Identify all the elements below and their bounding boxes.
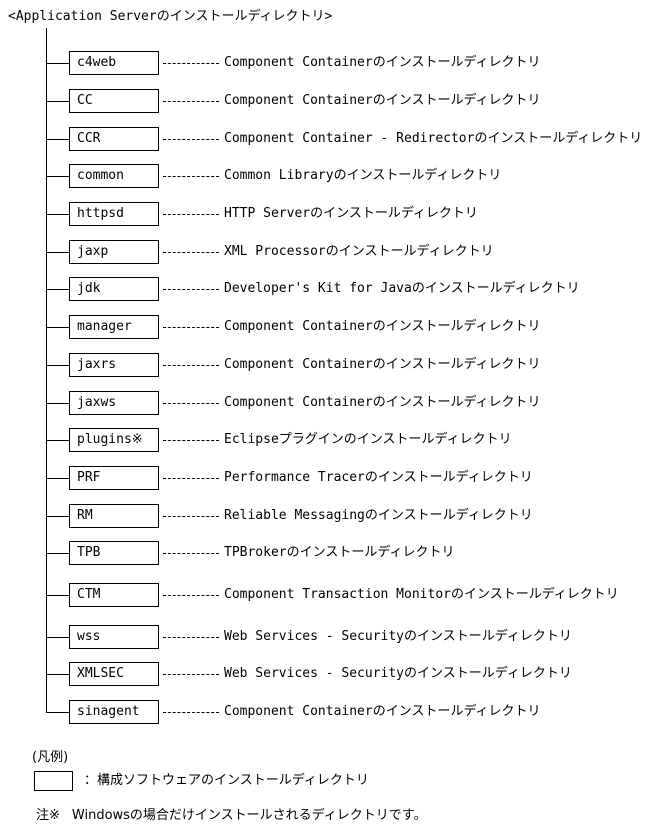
branch-line xyxy=(46,440,70,441)
tree-row: PRF Performance Tracerのインストールディレクトリ xyxy=(0,466,645,492)
directory-box: sinagent xyxy=(69,700,159,724)
tree-trunk-line xyxy=(46,28,47,713)
branch-line xyxy=(46,516,70,517)
dashed-connector xyxy=(163,63,219,64)
dashed-connector xyxy=(163,214,219,215)
directory-box: TPB xyxy=(69,541,159,565)
directory-description: Component Containerのインストールディレクトリ xyxy=(224,55,541,70)
branch-line xyxy=(46,712,70,713)
tree-row: jdk Developer's Kit for Javaのインストールディレクトリ xyxy=(0,277,645,303)
directory-box: CC xyxy=(69,89,159,113)
legend-description: ：構成ソフトウェアのインストールディレクトリ xyxy=(84,773,369,788)
directory-box: httpsd xyxy=(69,202,159,226)
branch-line xyxy=(46,139,70,140)
directory-box: jaxp xyxy=(69,240,159,264)
directory-box: CTM xyxy=(69,583,159,607)
branch-line xyxy=(46,214,70,215)
dashed-connector xyxy=(163,403,219,404)
dashed-connector xyxy=(163,289,219,290)
branch-line xyxy=(46,637,70,638)
dashed-connector xyxy=(163,327,219,328)
directory-description: Web Services - Securityのインストールディレクトリ xyxy=(224,629,572,644)
directory-description: Developer's Kit for Javaのインストールディレクトリ xyxy=(224,281,580,296)
tree-row: wss Web Services - Securityのインストールディレクトリ xyxy=(0,625,645,651)
branch-line xyxy=(46,63,70,64)
directory-box: plugins※ xyxy=(69,428,159,452)
footnote-text: Windowsの場合だけインストールされるディレクトリです。 xyxy=(71,808,427,823)
branch-line xyxy=(46,403,70,404)
branch-line xyxy=(46,595,70,596)
directory-box: common xyxy=(69,164,159,188)
tree-row: plugins※ Eclipseプラグインのインストールディレクトリ xyxy=(0,428,645,454)
directory-box: PRF xyxy=(69,466,159,490)
footnote: 注※ Windowsの場合だけインストールされるディレクトリです。 xyxy=(36,804,426,823)
directory-description: Eclipseプラグインのインストールディレクトリ xyxy=(224,432,512,447)
dashed-connector xyxy=(163,712,219,713)
tree-row: sinagent Component Containerのインストールディレクトリ xyxy=(0,700,645,726)
directory-box: manager xyxy=(69,315,159,339)
tree-row: c4web Component Containerのインストールディレクトリ xyxy=(0,51,645,77)
tree-row: CC Component Containerのインストールディレクトリ xyxy=(0,89,645,115)
directory-description: Performance Tracerのインストールディレクトリ xyxy=(224,470,533,485)
tree-row: httpsd HTTP Serverのインストールディレクトリ xyxy=(0,202,645,228)
branch-line xyxy=(46,252,70,253)
dashed-connector xyxy=(163,365,219,366)
legend-box-sample xyxy=(34,771,73,791)
directory-description: HTTP Serverのインストールディレクトリ xyxy=(224,206,478,221)
branch-line xyxy=(46,478,70,479)
dashed-connector xyxy=(163,478,219,479)
tree-row: CTM Component Transaction Monitorのインストールデ… xyxy=(0,583,645,609)
tree-row: jaxws Component Containerのインストールディレクトリ xyxy=(0,391,645,417)
branch-line xyxy=(46,176,70,177)
tree-row: common Common Libraryのインストールディレクトリ xyxy=(0,164,645,190)
directory-description: TPBrokerのインストールディレクトリ xyxy=(224,545,455,560)
tree-row: jaxrs Component Containerのインストールディレクトリ xyxy=(0,353,645,379)
dashed-connector xyxy=(163,674,219,675)
directory-description: Reliable Messagingのインストールディレクトリ xyxy=(224,508,533,523)
dashed-connector xyxy=(163,101,219,102)
directory-box: wss xyxy=(69,625,159,649)
directory-description: Component Containerのインストールディレクトリ xyxy=(224,357,541,372)
dashed-connector xyxy=(163,139,219,140)
directory-box: jaxws xyxy=(69,391,159,415)
directory-box: jdk xyxy=(69,277,159,301)
directory-description: Component Transaction Monitorのインストールディレク… xyxy=(224,587,619,602)
legend-title: (凡例) xyxy=(32,750,69,765)
directory-box: c4web xyxy=(69,51,159,75)
diagram-title: <Application Serverのインストールディレクトリ> xyxy=(8,9,333,24)
tree-row: TPB TPBrokerのインストールディレクトリ xyxy=(0,541,645,567)
tree-row: manager Component Containerのインストールディレクトリ xyxy=(0,315,645,341)
directory-description: Component Containerのインストールディレクトリ xyxy=(224,93,541,108)
dashed-connector xyxy=(163,553,219,554)
branch-line xyxy=(46,289,70,290)
directory-description: Web Services - Securityのインストールディレクトリ xyxy=(224,666,572,681)
tree-row: RM Reliable Messagingのインストールディレクトリ xyxy=(0,504,645,530)
tree-row: CCR Component Container - Redirectorのインスト… xyxy=(0,127,645,153)
branch-line xyxy=(46,327,70,328)
branch-line xyxy=(46,674,70,675)
branch-line xyxy=(46,553,70,554)
dashed-connector xyxy=(163,440,219,441)
footnote-mark: 注※ xyxy=(36,808,60,823)
dashed-connector xyxy=(163,252,219,253)
directory-description: Component Containerのインストールディレクトリ xyxy=(224,395,541,410)
directory-box: RM xyxy=(69,504,159,528)
directory-description: Component Container - Redirectorのインストールデ… xyxy=(224,131,643,146)
dashed-connector xyxy=(163,595,219,596)
tree-row: XMLSEC Web Services - Securityのインストールディレク… xyxy=(0,662,645,688)
directory-box: jaxrs xyxy=(69,353,159,377)
directory-description: Common Libraryのインストールディレクトリ xyxy=(224,168,502,183)
directory-description: XML Processorのインストールディレクトリ xyxy=(224,244,494,259)
directory-box: XMLSEC xyxy=(69,662,159,686)
directory-description: Component Containerのインストールディレクトリ xyxy=(224,704,541,719)
branch-line xyxy=(46,101,70,102)
dashed-connector xyxy=(163,637,219,638)
dashed-connector xyxy=(163,176,219,177)
dashed-connector xyxy=(163,516,219,517)
directory-box: CCR xyxy=(69,127,159,151)
directory-description: Component Containerのインストールディレクトリ xyxy=(224,319,541,334)
tree-row: jaxp XML Processorのインストールディレクトリ xyxy=(0,240,645,266)
branch-line xyxy=(46,365,70,366)
